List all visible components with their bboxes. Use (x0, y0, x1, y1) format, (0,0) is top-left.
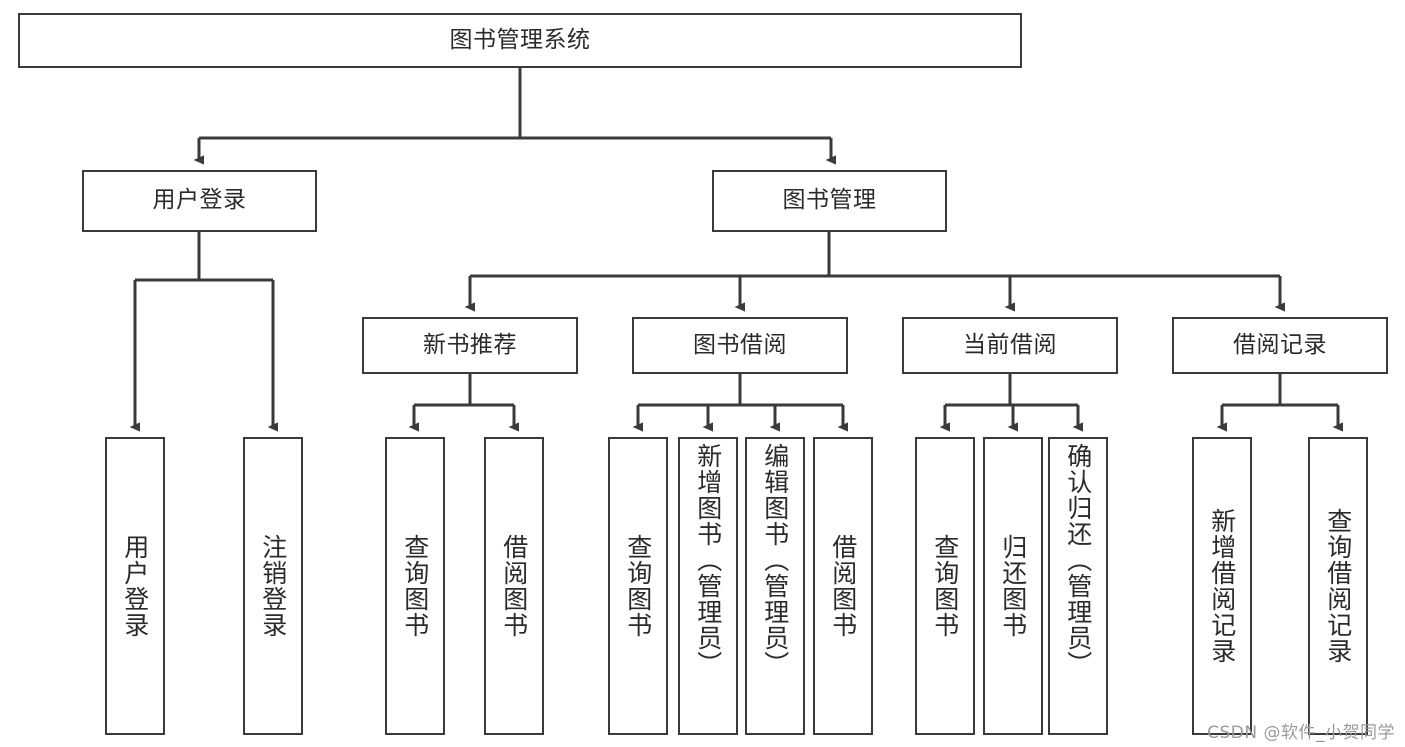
node-label: 图书借阅 (693, 331, 787, 358)
node-root-system[interactable]: 图书管理系统 (18, 13, 1022, 68)
watermark-text: CSDN @软件_小贺同学 (1207, 723, 1395, 743)
node-new-book-rec[interactable]: 新书推荐 (362, 317, 578, 374)
node-label: 查询借阅记录 (1323, 508, 1353, 664)
node-label: 借阅记录 (1233, 331, 1327, 358)
node-label: 归还图书 (998, 534, 1028, 638)
node-label: 当前借阅 (963, 331, 1057, 358)
leaf-return-book[interactable]: 归还图书 (983, 437, 1043, 735)
node-current-borrow[interactable]: 当前借阅 (902, 317, 1118, 374)
node-borrow-record[interactable]: 借阅记录 (1172, 317, 1388, 374)
node-label: 图书管理系统 (449, 26, 591, 53)
leaf-logout-login[interactable]: 注销登录 (243, 437, 303, 735)
node-label: 用户登录 (120, 534, 150, 638)
leaf-add-borrow-record[interactable]: 新增借阅记录 (1192, 437, 1252, 735)
node-label: 新书推荐 (423, 331, 517, 358)
leaf-add-book[interactable]: 新增图书（管理员） (678, 437, 738, 735)
leaf-query-book-borrow[interactable]: 查询图书 (608, 437, 668, 735)
node-label: 查询图书 (623, 534, 653, 638)
node-book-borrow[interactable]: 图书借阅 (632, 317, 848, 374)
node-label: 借阅图书 (828, 534, 858, 638)
node-label: 图书管理 (782, 187, 877, 214)
node-label: 确认归还（管理员） (1063, 443, 1093, 677)
leaf-query-borrow-record[interactable]: 查询借阅记录 (1308, 437, 1368, 735)
leaf-query-book-rec[interactable]: 查询图书 (385, 437, 445, 735)
leaf-edit-book[interactable]: 编辑图书（管理员） (745, 437, 805, 735)
node-user-login[interactable]: 用户登录 (82, 170, 317, 232)
node-label: 新增图书（管理员） (693, 443, 723, 677)
leaf-borrow-book-rec[interactable]: 借阅图书 (484, 437, 544, 735)
leaf-query-book-current[interactable]: 查询图书 (915, 437, 975, 735)
leaf-user-login[interactable]: 用户登录 (105, 437, 165, 735)
leaf-confirm-return[interactable]: 确认归还（管理员） (1048, 437, 1108, 735)
node-label: 编辑图书（管理员） (760, 443, 790, 677)
node-label: 注销登录 (258, 534, 288, 638)
node-label: 借阅图书 (499, 534, 529, 638)
node-label: 查询图书 (930, 534, 960, 638)
node-book-manage[interactable]: 图书管理 (712, 170, 947, 232)
node-label: 新增借阅记录 (1207, 508, 1237, 664)
node-label: 查询图书 (400, 534, 430, 638)
leaf-borrow-book[interactable]: 借阅图书 (813, 437, 873, 735)
node-label: 用户登录 (152, 187, 247, 214)
